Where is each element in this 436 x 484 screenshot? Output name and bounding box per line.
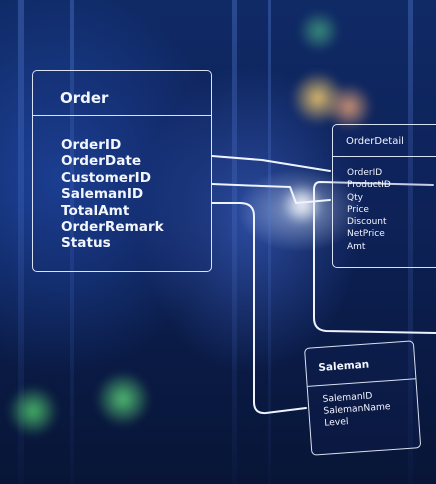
table-orderdetail: OrderDetail OrderID ProductID Qty Price … (332, 124, 436, 268)
table-order-fields: OrderID OrderDate CustomerID SalemanID T… (61, 137, 164, 252)
table-saleman-title: Saleman (305, 341, 416, 387)
field-orderid: OrderID (61, 137, 122, 153)
field-qty: Qty (347, 192, 363, 203)
background-light-stripe (268, 0, 271, 484)
green-bokeh-light (298, 10, 340, 52)
green-bokeh-light (96, 372, 150, 426)
relationship-line-order-saleman (211, 202, 307, 415)
field-orderdate: OrderDate (61, 153, 142, 170)
field-amt: Amt (347, 241, 366, 252)
background-light-stripe (232, 0, 237, 484)
field-orderid: OrderID (347, 168, 383, 178)
field-orderremark: OrderRemark (61, 219, 164, 236)
background-light-stripe (70, 0, 74, 484)
relationship-line-order-orderdetail (211, 155, 331, 172)
relationship-line-order-orderdetail-2 (211, 183, 331, 204)
field-price: Price (347, 204, 369, 215)
background-light-stripe (18, 0, 24, 484)
table-order: Order OrderID OrderDate CustomerID Salem… (32, 70, 212, 272)
table-orderdetail-fields: OrderID ProductID Qty Price Discount Net… (347, 167, 391, 253)
table-order-title: Order (33, 71, 211, 116)
background-light-stripe (408, 0, 413, 484)
table-orderdetail-title: OrderDetail (333, 125, 436, 157)
orange-bokeh-light (326, 84, 372, 130)
table-saleman: Saleman SalemanID SalemanName Level (304, 340, 422, 456)
white-flare-light (282, 184, 322, 224)
field-netprice: NetPrice (347, 229, 385, 240)
field-salemanid: SalemanID (61, 186, 144, 203)
field-discount: Discount (347, 217, 387, 228)
relationship-line-orderdetail-external (313, 181, 436, 334)
field-status: Status (61, 235, 111, 252)
field-totalamt: TotalAmt (61, 202, 130, 219)
field-customerid: CustomerID (61, 169, 152, 186)
field-productid: ProductID (347, 180, 391, 191)
table-saleman-fields: SalemanID SalemanName Level (322, 389, 392, 430)
green-bokeh-light (8, 386, 58, 436)
